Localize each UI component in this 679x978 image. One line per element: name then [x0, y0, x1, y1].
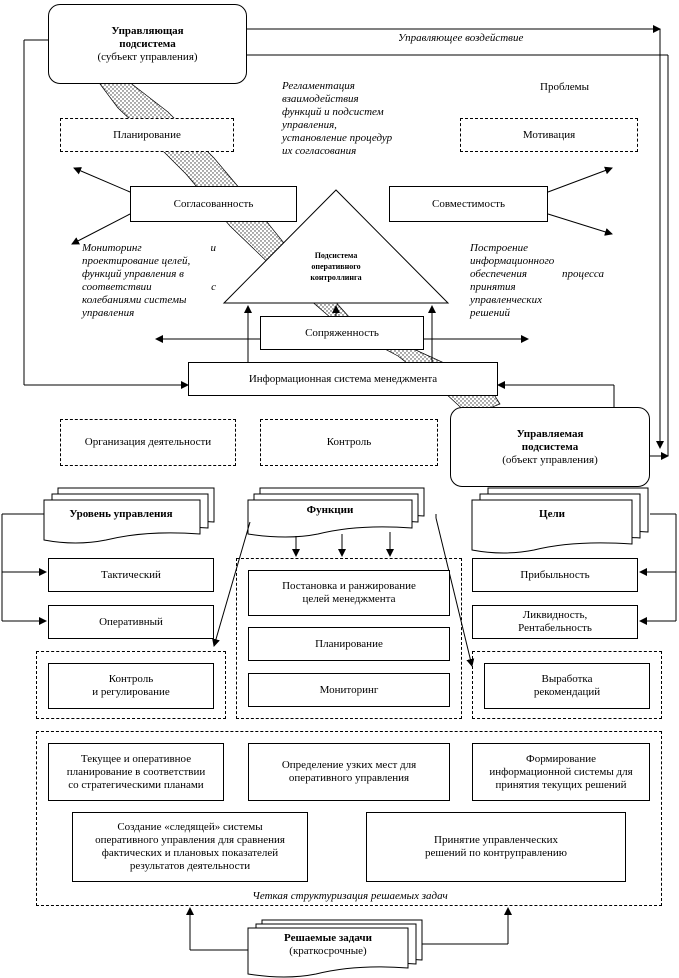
building-text: Построение информационного обеспечения п…: [470, 242, 604, 319]
motivation-box: Мотивация: [460, 118, 638, 152]
liquidity-box: Ликвидность, Рентабельность: [472, 605, 638, 639]
level-doc-shape: [43, 487, 215, 544]
control-action-label: Управляющее воздействие: [398, 32, 524, 44]
tasks-doc-shape: [247, 919, 423, 978]
left-dashed-frame: [36, 651, 226, 719]
problems-label: Проблемы: [540, 81, 589, 93]
regulation-text: Регламентация взаимодействия функций и п…: [282, 80, 393, 157]
mis-box: Информационная система менеджмента: [188, 362, 498, 396]
planning-top-box: Планирование: [60, 118, 234, 152]
control-regulation-box: Контроль и регулирование: [48, 663, 214, 709]
structuring-label: Четкая структуризация решаемых задач: [230, 890, 470, 903]
monitoring-box: Мониторинг: [248, 673, 450, 707]
functions-doc-label: Функции: [306, 504, 354, 516]
task-bottlenecks: Определение узких мест для оперативного …: [248, 743, 450, 801]
planning-mid-box: Планирование: [248, 627, 450, 661]
operational-box: Оперативный: [48, 605, 214, 639]
control-subsystem-box: Управляющая подсистема (субъект управлен…: [48, 4, 247, 84]
goals-doc-shape: [471, 487, 649, 554]
task-current-planning: Текущее и оперативное планирование в соо…: [48, 743, 224, 801]
monitoring-text: Мониторинг и проектирование целей, функц…: [82, 242, 216, 319]
controlling-subsystem-label: Подсистема оперативного контроллинга: [310, 251, 362, 282]
functions-doc-shape: [247, 487, 425, 538]
control-box: Контроль: [260, 419, 438, 466]
recommendations-box: Выработка рекомендаций: [484, 663, 650, 709]
right-dashed-frame: [472, 651, 662, 719]
controlling-triangle: [222, 189, 450, 304]
compatibility-box: Совместимость: [389, 186, 548, 222]
task-info-system: Формирование информационной системы для …: [472, 743, 650, 801]
task-counter-management: Принятие управленческих решений по контр…: [366, 812, 626, 882]
profitability-box: Прибыльность: [472, 558, 638, 592]
center-dashed-frame: [236, 558, 462, 719]
control-subsystem-sub: (субъект управления): [97, 50, 198, 63]
consistency-box: Согласованность: [130, 186, 297, 222]
task-tracking-system: Создание «следящей» системы оперативного…: [72, 812, 308, 882]
goals-doc-label: Цели: [539, 508, 565, 520]
level-doc-label: Уровень управления: [69, 508, 173, 520]
goal-setting-box: Постановка и ранжирование целей менеджме…: [248, 570, 450, 616]
tactical-box: Тактический: [48, 558, 214, 592]
conjugacy-box: Сопряженность: [260, 316, 424, 350]
managed-subsystem-box: Управляемая подсистема (объект управлени…: [450, 407, 650, 487]
tasks-doc-label: Решаемые задачи (краткосрочные): [284, 932, 372, 957]
control-subsystem-title: Управляющая подсистема: [111, 24, 184, 50]
org-activity-box: Организация деятельности: [60, 419, 236, 466]
tasks-dashed-frame: [36, 731, 662, 906]
